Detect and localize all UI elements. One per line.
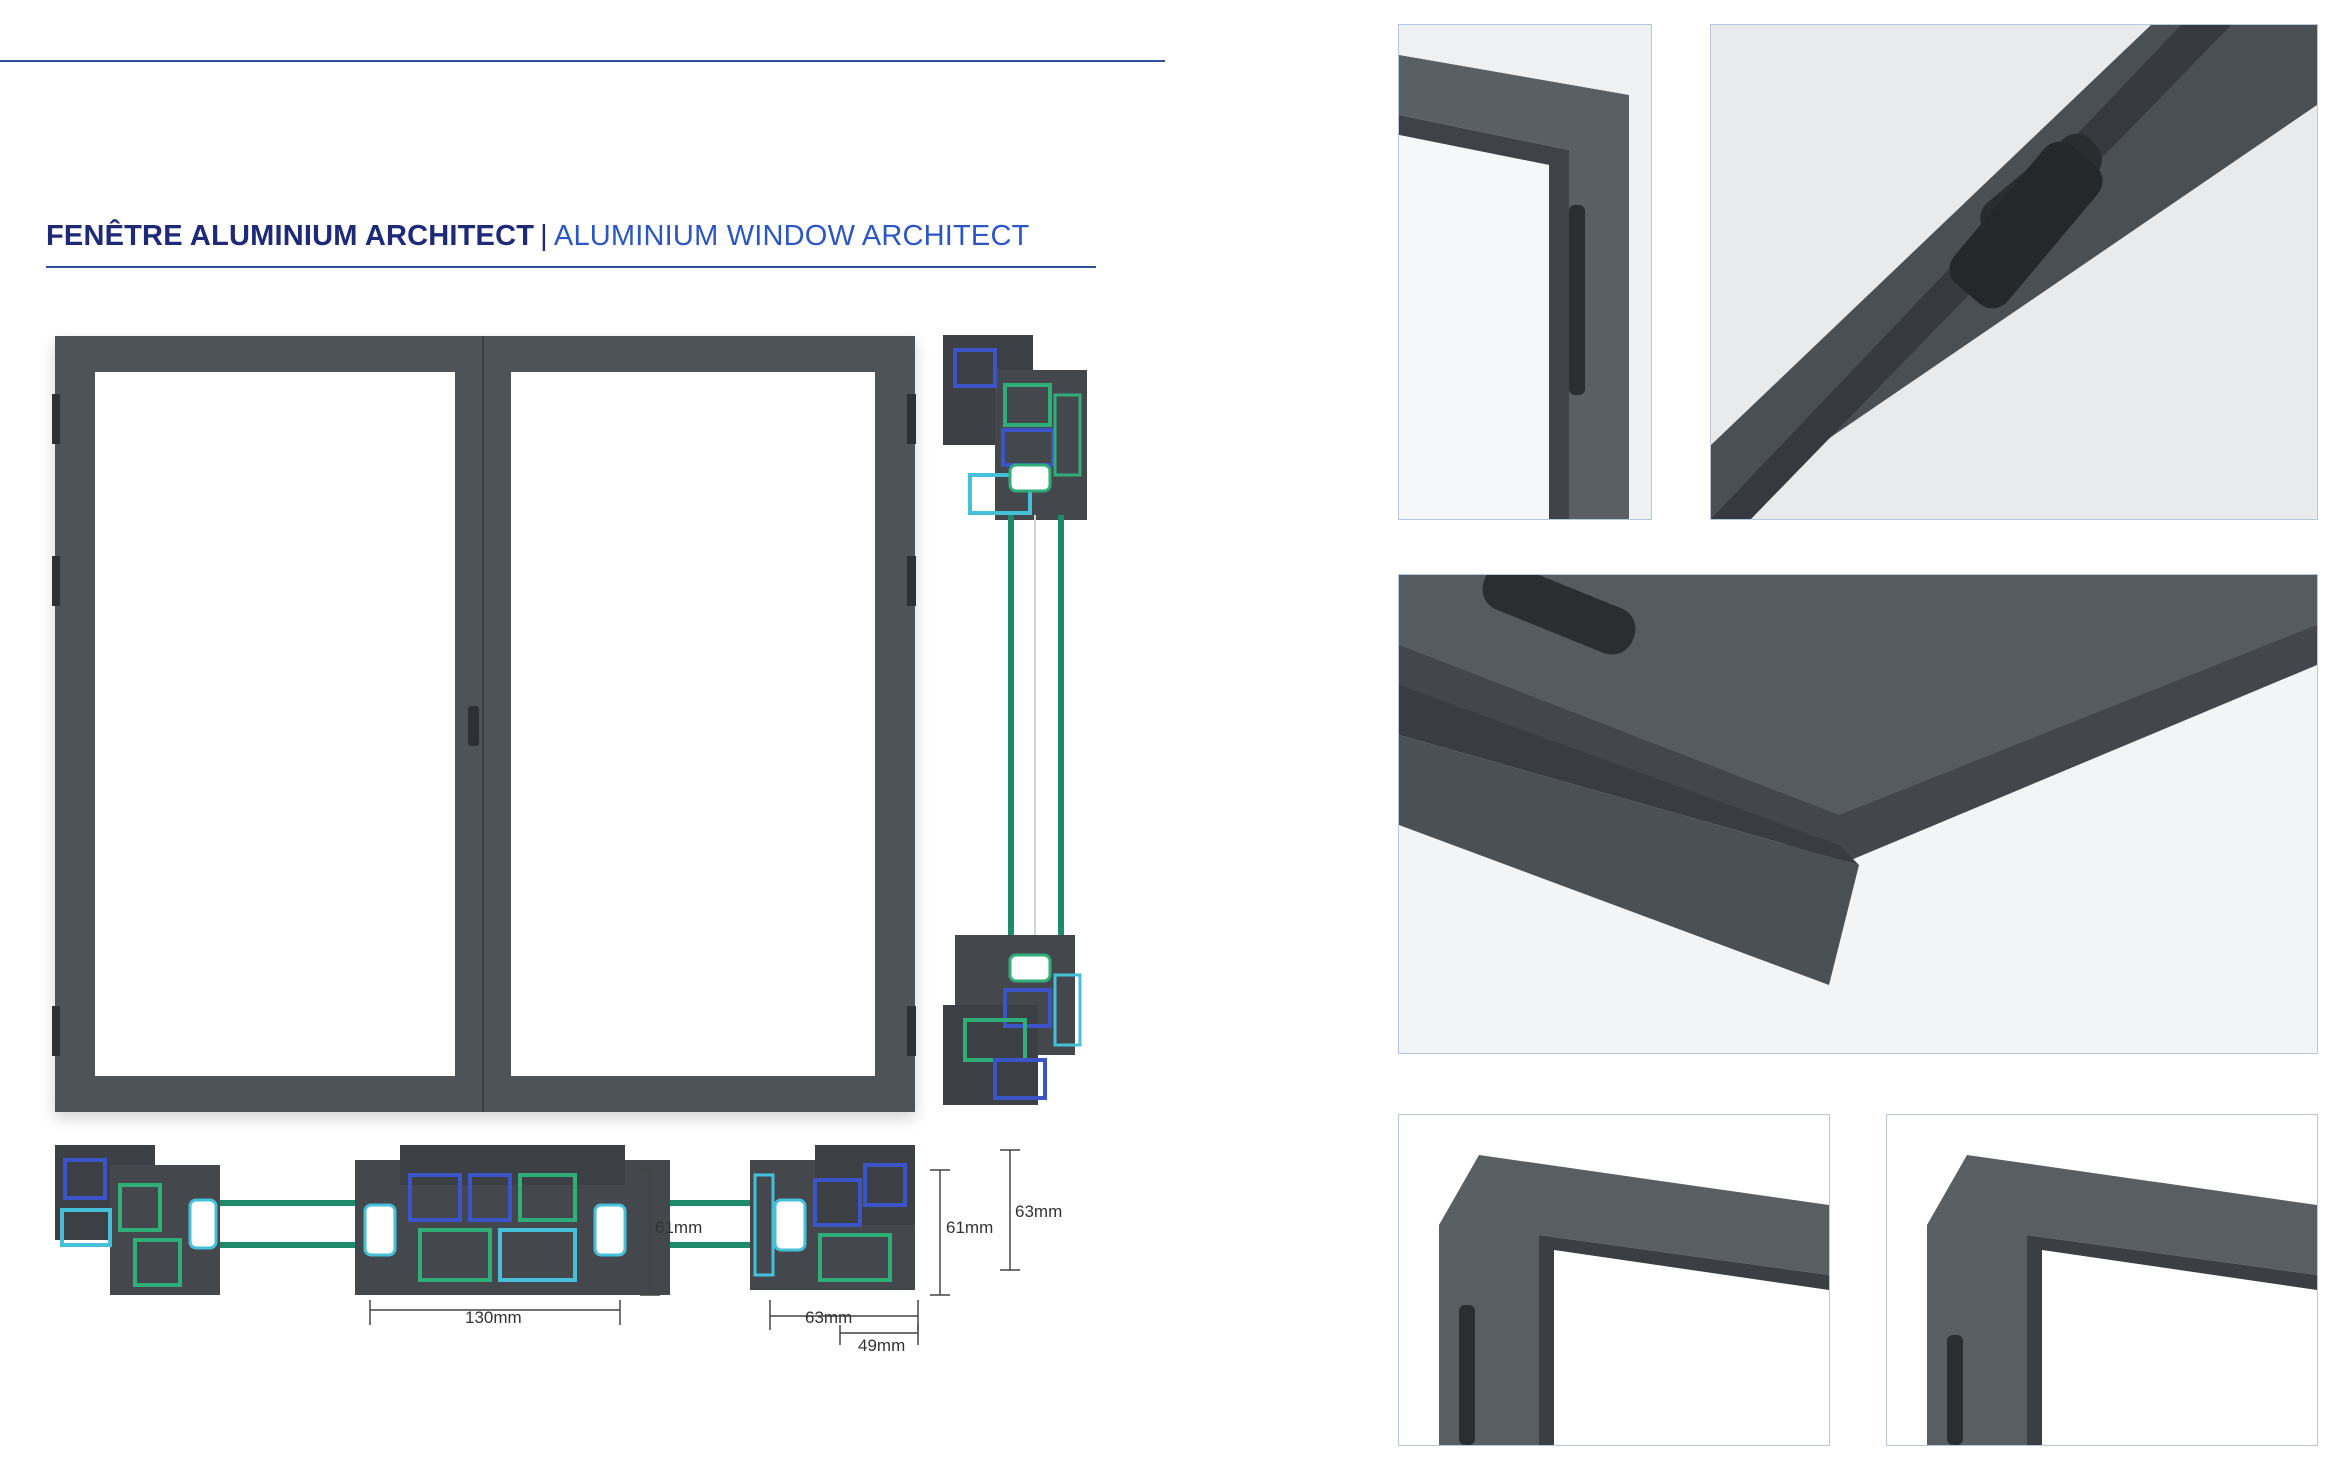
left-profile xyxy=(55,1145,220,1295)
hinge-left-top xyxy=(52,394,60,444)
horizontal-cross-section xyxy=(55,1145,1020,1345)
hinge-right-mid xyxy=(907,556,916,606)
bottom-profile xyxy=(943,935,1082,1105)
window-front-view xyxy=(52,336,916,1112)
corner-right-illustration xyxy=(1927,1155,2317,1445)
right-glass-pane xyxy=(511,372,875,1076)
hinge-corner-illustration xyxy=(1399,55,1629,519)
top-divider-line xyxy=(0,60,1165,62)
detail-photo-handle xyxy=(1710,24,2318,520)
hinge-right-bottom xyxy=(907,1006,916,1056)
hinge-right-top xyxy=(907,394,916,444)
handle-illustration xyxy=(1711,25,2317,519)
frame-angle-illustration xyxy=(1399,575,2317,985)
mullion-line xyxy=(482,336,484,1112)
hinge-icon xyxy=(1569,205,1585,395)
title-french: FENÊTRE ALUMINIUM ARCHITECT xyxy=(46,220,535,252)
detail-photo-corner-right xyxy=(1886,1114,2318,1446)
middle-profile xyxy=(355,1145,670,1295)
dimension-label-63mm-overall: 63mm xyxy=(1015,1202,1063,1221)
detail-photo-frame-angle xyxy=(1398,574,2318,1054)
title-underline xyxy=(46,266,1096,268)
vertical-cross-section xyxy=(943,335,1087,1105)
dimension-lines xyxy=(369,1149,1020,1345)
dimension-label-130mm: 130mm xyxy=(465,1308,522,1327)
hinge-icon xyxy=(1947,1335,1963,1445)
hinge-left-mid xyxy=(52,556,60,606)
title-english: ALUMINIUM WINDOW ARCHITECT xyxy=(553,220,1030,252)
dimension-label-63mm-width: 63mm xyxy=(805,1308,853,1327)
corner-left-illustration xyxy=(1439,1155,1829,1445)
hinge-icon xyxy=(1482,575,1636,655)
left-glass-pane xyxy=(95,372,455,1076)
window-handle xyxy=(468,706,479,746)
page-title: FENÊTRE ALUMINIUM ARCHITECT|ALUMINIUM WI… xyxy=(46,220,1030,253)
top-profile xyxy=(943,335,1087,520)
detail-photo-hinge-corner xyxy=(1398,24,1652,520)
dimension-label-61mm-a: 61mm xyxy=(655,1218,703,1237)
hinge-left-bottom xyxy=(52,1006,60,1056)
dimension-label-61mm-b: 61mm xyxy=(946,1218,994,1237)
detail-photo-corner-left xyxy=(1398,1114,1830,1446)
hinge-icon xyxy=(1459,1305,1475,1445)
title-separator: | xyxy=(540,220,548,252)
glass-unit-vertical xyxy=(1008,515,1064,935)
dimension-label-49mm: 49mm xyxy=(858,1336,906,1355)
right-profile xyxy=(750,1145,915,1290)
